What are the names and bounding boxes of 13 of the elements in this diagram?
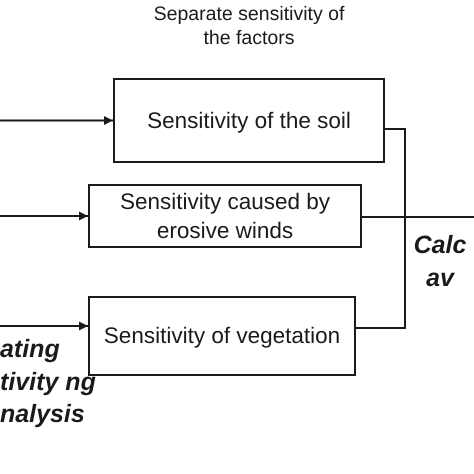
process-box xyxy=(113,78,385,163)
arrow xyxy=(0,116,113,125)
box-text: Sensitivity caused by erosive winds xyxy=(118,188,332,245)
box-text: Sensitivity of vegetation xyxy=(104,322,340,350)
arrow xyxy=(0,212,88,220)
label-text: ating tivity ng nalysis xyxy=(0,334,97,430)
arrow xyxy=(0,322,88,330)
heading: Separate sensitivity of the factors xyxy=(152,2,346,51)
label-text: Calc av xyxy=(412,230,468,294)
box-text: Sensitivity of the soil xyxy=(147,106,351,135)
connector-line xyxy=(356,216,474,329)
process-box xyxy=(88,296,356,376)
process-box xyxy=(88,184,362,248)
